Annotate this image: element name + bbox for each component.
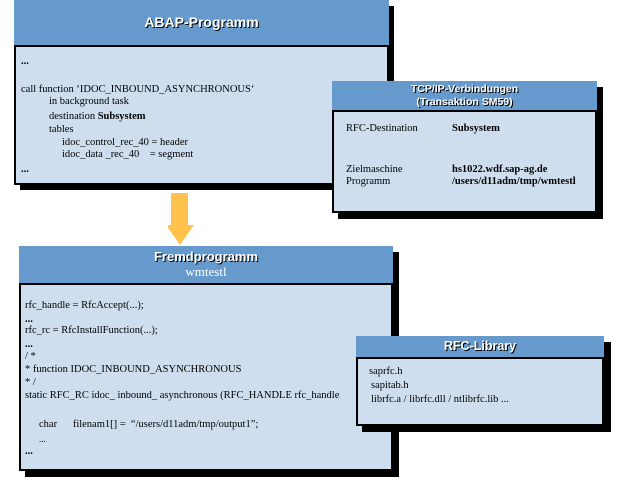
arrow-shaft <box>171 193 188 226</box>
code-line: ... <box>25 314 33 325</box>
code-line: tables <box>49 124 74 135</box>
code-line: ... <box>25 446 33 457</box>
tcp-box-subtitle: (Transaktion SM59) <box>416 96 513 108</box>
zielmaschine-value: hs1022.wdf.sap-ag.de <box>452 164 548 175</box>
fremd-box-header: Fremdprogramm wmtestl <box>19 246 393 283</box>
code-line: ... <box>21 56 29 67</box>
tcp-box-header: TCP/IP-Verbindungen (Transaktion SM59) <box>332 81 597 110</box>
programm-value: /users/d11adm/tmp/wmtestl <box>452 176 576 187</box>
abap-box-title: ABAP-Programm <box>144 14 259 30</box>
programm-label: Programm <box>346 176 391 187</box>
abap-box-header: ABAP-Programm <box>14 0 389 45</box>
code-line: rfc_rc = RfcInstallFunction(...); <box>25 325 158 336</box>
rfclib-box-title: RFC-Library <box>443 339 517 353</box>
fremd-box-body <box>19 283 393 471</box>
tcp-box-title: TCP/IP-Verbindungen <box>410 83 519 95</box>
code-line: * / <box>25 377 36 388</box>
code-line: static RFC_RC idoc_ inbound_ asynchronou… <box>25 390 340 401</box>
destination-name: Subsystem <box>97 111 146 122</box>
tcp-box-body <box>332 110 597 213</box>
code-line: rfc_handle = RfcAccept(...); <box>25 300 144 311</box>
code-text: destination <box>49 111 98 122</box>
code-line: destination Subsystem <box>49 111 146 123</box>
code-line: in background task <box>49 96 129 107</box>
rfc-destination-label: RFC-Destination <box>346 123 418 134</box>
abap-box-body <box>14 45 389 185</box>
rfclib-box-body <box>356 357 604 426</box>
library-file: librfc.a / librfc.dll / ntlibrfc.lib ... <box>371 394 509 405</box>
code-line: ... <box>25 339 33 350</box>
zielmaschine-label: Zielmaschine <box>346 164 403 175</box>
code-line: * function IDOC_INBOUND_ASYNCHRONOUS <box>25 364 242 375</box>
code-line: idoc_control_rec_40 = header <box>62 137 189 148</box>
rfc-destination-value: Subsystem <box>452 123 500 134</box>
arrow-down-icon <box>168 193 194 245</box>
code-line: call function ‘IDOC_INBOUND_ASYNCHRONOUS… <box>21 84 255 95</box>
code-line: / * <box>25 351 36 362</box>
fremd-box-title: Fremdprogramm <box>153 249 259 264</box>
library-file: sapitab.h <box>371 380 409 391</box>
code-line: char filenam1[] = “/users/d11adm/tmp/out… <box>39 419 259 430</box>
code-line: ... <box>39 434 46 444</box>
rfclib-box-header: RFC-Library <box>356 336 604 357</box>
arrow-head <box>168 225 194 245</box>
code-line: idoc_data _rec_40 = segment <box>62 149 194 160</box>
library-file: saprfc.h <box>369 366 403 377</box>
fremd-box-subtitle: wmtestl <box>185 264 227 279</box>
code-line: ... <box>21 164 29 175</box>
